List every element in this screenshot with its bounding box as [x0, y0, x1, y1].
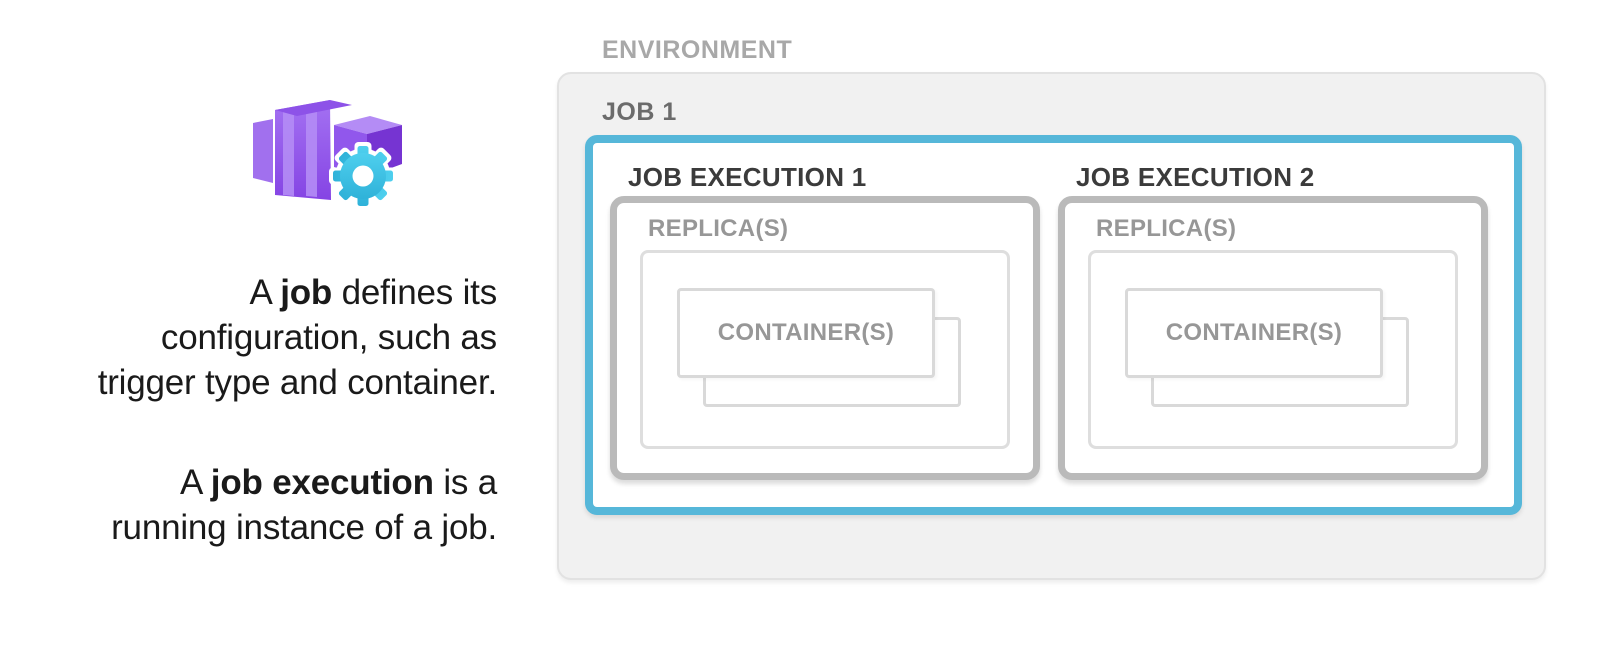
text-segment: trigger type and container.	[97, 363, 498, 402]
icon-right-box	[334, 116, 402, 134]
description-text: A job defines its configuration, such as…	[7, 270, 498, 550]
environment-box: JOB 1 JOB EXECUTION 1 REPLICA(S) CONTAIN…	[557, 72, 1546, 580]
text-segment: configuration, such as	[160, 318, 497, 357]
job-bold-term: job	[280, 273, 333, 312]
replica-label: REPLICA(S)	[1096, 215, 1237, 242]
replica-label: REPLICA(S)	[648, 215, 789, 242]
job-execution-1-label: JOB EXECUTION 1	[628, 162, 867, 192]
job-execution-definition-text: A job execution is a running instance of…	[7, 460, 497, 550]
job-box: JOB EXECUTION 1 REPLICA(S) CONTAINER(S) …	[585, 135, 1522, 515]
job-execution-2-box: REPLICA(S) CONTAINER(S)	[1058, 196, 1488, 480]
job-label: JOB 1	[602, 98, 677, 126]
job-execution-group-1: JOB EXECUTION 1 REPLICA(S) CONTAINER(S)	[610, 160, 1040, 480]
job-execution-1-box: REPLICA(S) CONTAINER(S)	[610, 196, 1040, 480]
text-segment: A	[249, 273, 281, 312]
icon-left-flap	[253, 119, 273, 183]
container-apps-jobs-icon	[253, 100, 402, 210]
text-segment: defines its	[332, 273, 498, 312]
container-box-front: CONTAINER(S)	[1125, 288, 1383, 378]
text-segment: A	[180, 463, 211, 502]
gear-icon	[329, 142, 397, 210]
environment-label: ENVIRONMENT	[602, 36, 793, 64]
replica-box: CONTAINER(S)	[1088, 250, 1458, 449]
container-box-front: CONTAINER(S)	[677, 288, 935, 378]
container-label: CONTAINER(S)	[1165, 319, 1343, 346]
replica-box: CONTAINER(S)	[640, 250, 1010, 449]
job-definition-text: A job defines its configuration, such as…	[7, 270, 498, 405]
text-segment: running instance of a job.	[111, 508, 497, 547]
text-segment: is a	[433, 463, 497, 502]
job-execution-2-label: JOB EXECUTION 2	[1076, 162, 1315, 192]
container-label: CONTAINER(S)	[717, 319, 895, 346]
job-execution-group-2: JOB EXECUTION 2 REPLICA(S) CONTAINER(S)	[1058, 160, 1488, 480]
job-execution-bold-term: job execution	[210, 463, 434, 502]
